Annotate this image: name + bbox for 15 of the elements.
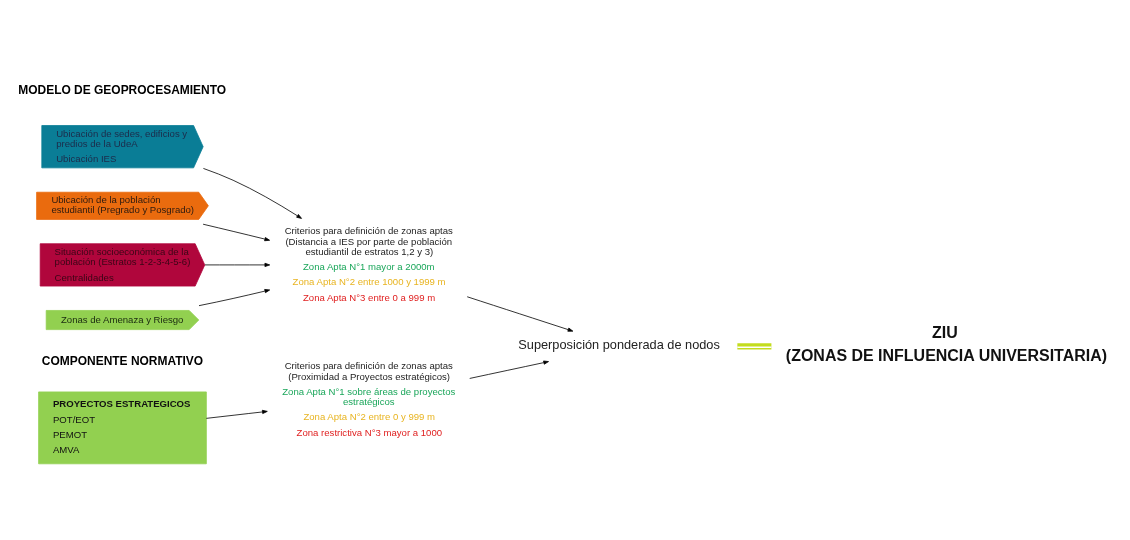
node-text: Criterios para definición de zonas aptas (Distancia a IES por parte de población estudiantil de estratos 1,2 y 3) Zona Apta N°1 mayor a 2000m Zona Apta N°2 entre 1000 y 1999 m Zona Apta N°3 entre 0 a 999 m — [284, 224, 453, 303]
node-text: Superposición ponderada de nodos — [518, 336, 720, 352]
arrow — [205, 409, 268, 419]
label: COMPONENTE NORMATIVO — [41, 353, 204, 368]
arrow — [466, 295, 574, 332]
label: MODELO DE GEOPROCESAMIENTO — [18, 82, 227, 97]
node-text: ZIU (ZONAS DE INFLUENCIA UNIVERSITARIA) — [785, 323, 1108, 364]
arrow — [469, 360, 549, 379]
node-box: PROYECTOS ESTRATEGICOS POT/EOT PEMOT AMVA — [38, 391, 207, 464]
arrow — [204, 262, 271, 267]
arrow — [198, 288, 271, 306]
connector — [737, 342, 772, 350]
arrow — [202, 223, 270, 241]
arrow — [203, 167, 302, 219]
node-text: Criterios para definición de zonas aptas (Proximidad a Proyectos estratégicos) Zona Apta N°1 sobre áreas de proyectos estratégicos Zona Apta N°2 entre 0 y 999 m Zona restrictiva N°3 mayor a 1000 — [282, 359, 456, 438]
